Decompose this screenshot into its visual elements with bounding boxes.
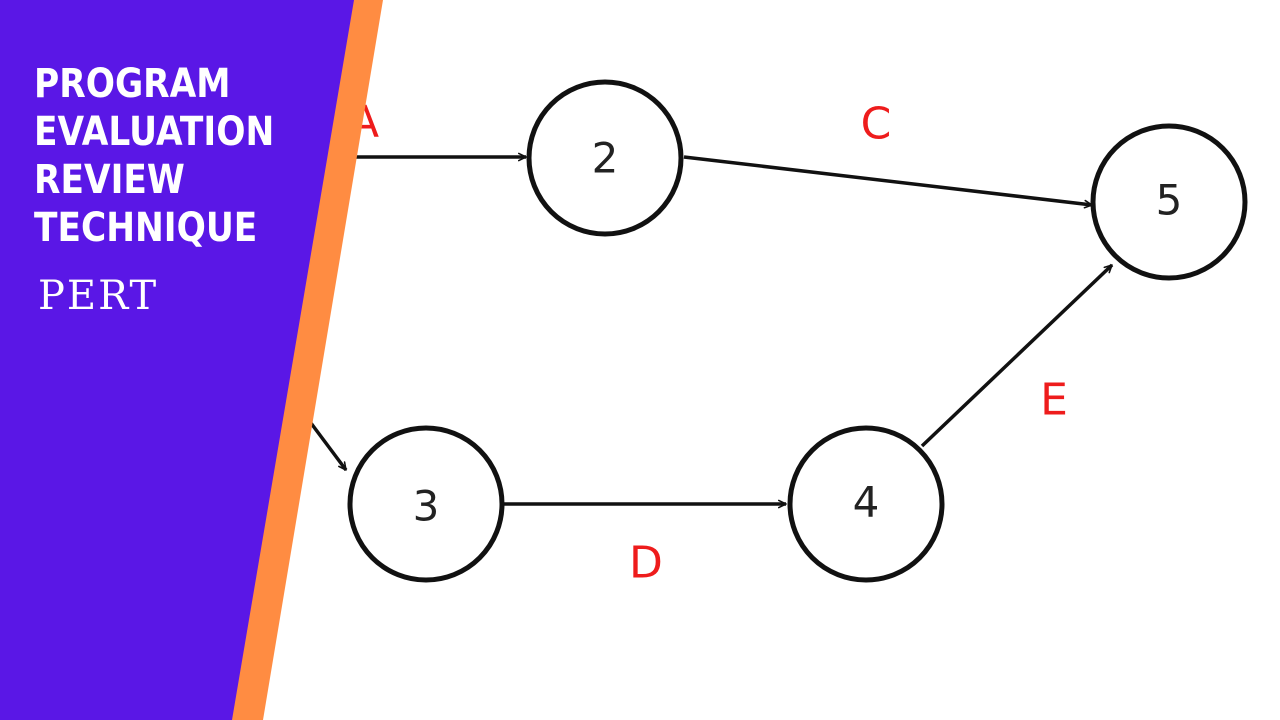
edge-e-arrow: [920, 263, 1114, 448]
node-4-label: 4: [853, 478, 880, 527]
edge-label-c: C: [861, 99, 892, 150]
panel-background: [0, 0, 354, 720]
title-line-2: EVALUATION: [34, 109, 275, 155]
edge-c-arrow: [683, 155, 1093, 209]
node-4: 4: [787, 425, 945, 583]
title-line-3: REVIEW: [34, 157, 185, 203]
node-2-circle: [526, 79, 684, 237]
node-5-label: 5: [1156, 176, 1183, 225]
title-line-1: PROGRAM: [34, 61, 231, 107]
node-2: 2: [526, 79, 684, 237]
title-line-4: TECHNIQUE: [34, 205, 258, 251]
node-5-circle: [1090, 123, 1248, 281]
node-3-circle: [347, 425, 505, 583]
title-block: PROGRAM EVALUATION REVIEW TECHNIQUE: [34, 60, 304, 252]
node-5: 5: [1090, 123, 1248, 281]
edge-label-d: D: [629, 538, 663, 589]
subtitle-pert: PERT: [38, 273, 159, 319]
node-3-label: 3: [413, 482, 440, 531]
node-2-label: 2: [592, 134, 619, 183]
edge-label-e: E: [1040, 375, 1068, 426]
node-4-circle: [787, 425, 945, 583]
node-3: 3: [347, 425, 505, 583]
